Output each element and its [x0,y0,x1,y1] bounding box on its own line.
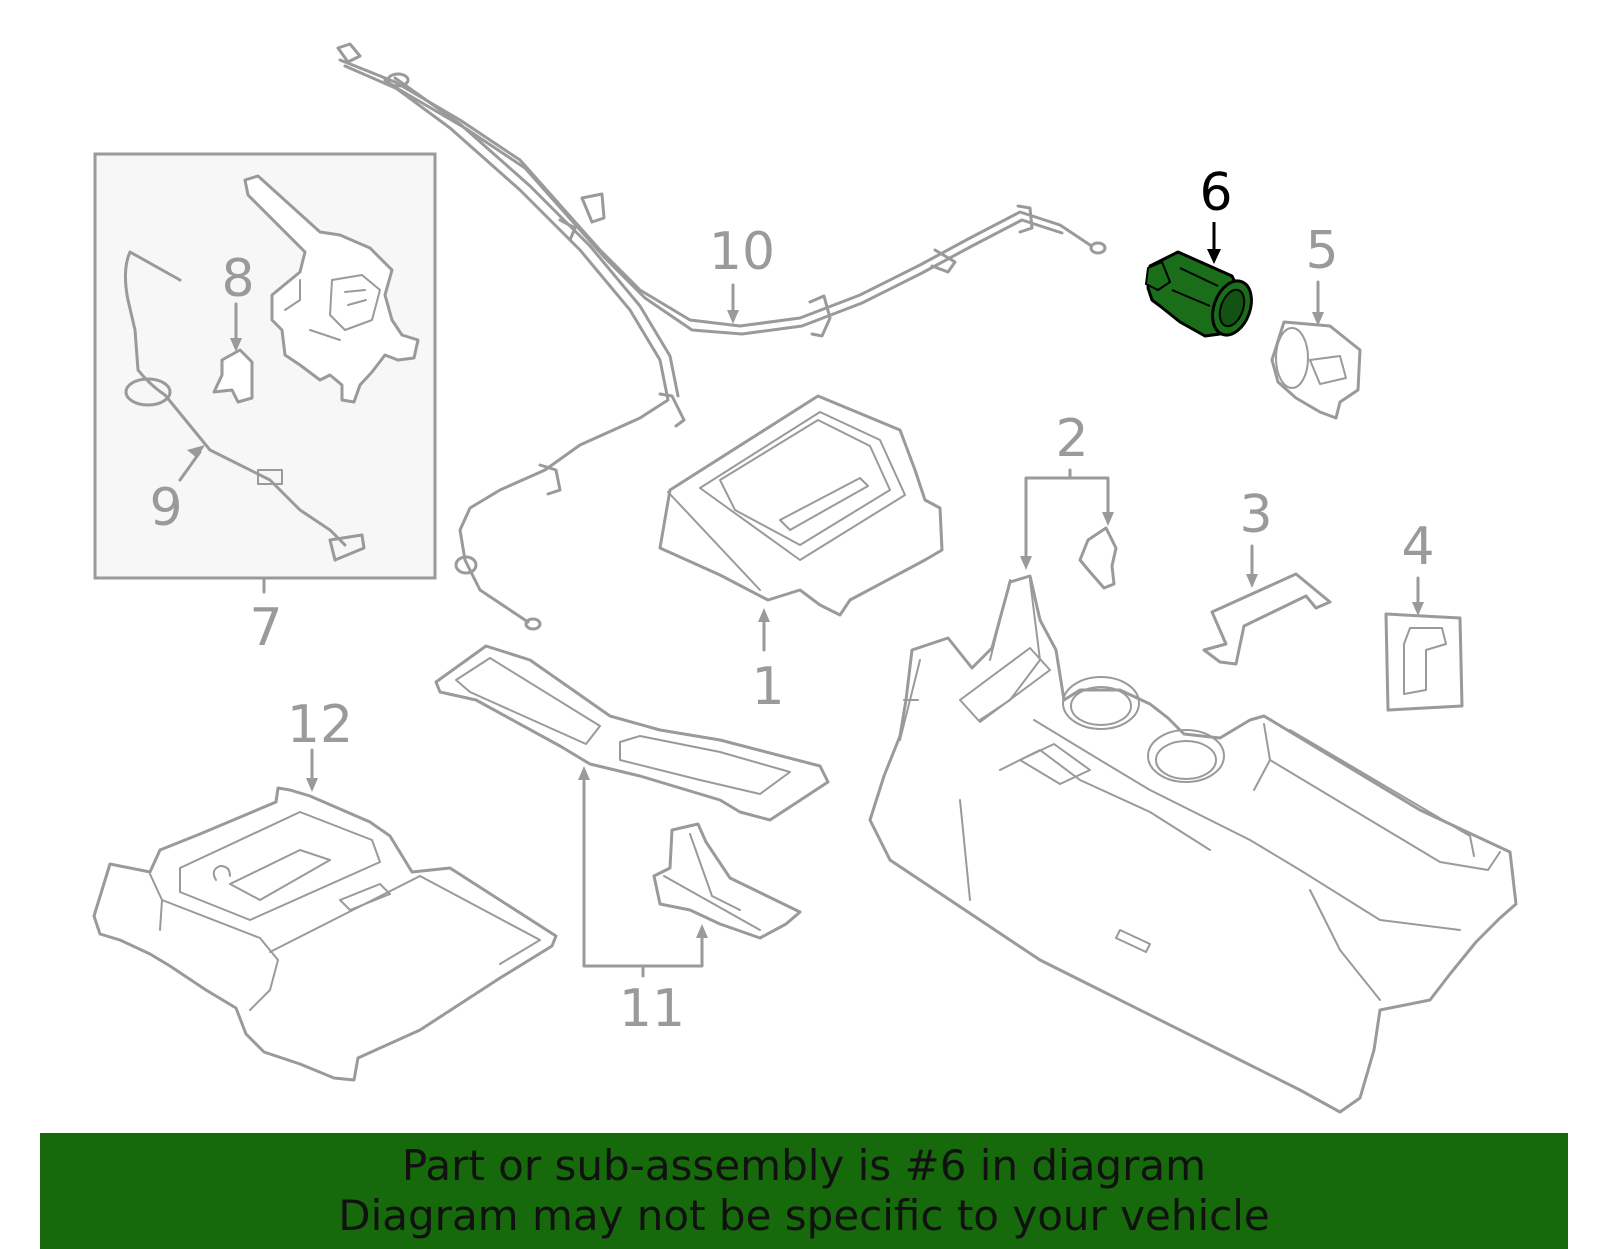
banner-line-2: Diagram may not be specific to your vehi… [338,1191,1270,1240]
part-2-clip: 2 [1020,409,1118,590]
inset-box-7: 8 9 [93,152,437,580]
callout-11: 11 [619,979,685,1039]
part-1-bin: 1 [658,394,944,717]
callout-12: 12 [287,695,353,755]
floor-console [868,574,1518,1114]
part-11-trim: 11 [434,644,830,1039]
part-4-plate: 4 [1384,517,1464,712]
callout-8: 8 [221,249,254,309]
callout-9: 9 [149,478,182,538]
callout-10: 10 [709,222,775,282]
callout-4: 4 [1401,517,1434,577]
part-3-bracket: 3 [1202,485,1332,666]
part-5-socket: 5 [1270,221,1362,420]
info-banner: Part or sub-assembly is #6 in diagram Di… [40,1133,1568,1249]
callout-7: 7 [249,598,282,658]
part-10-cables: 10 [336,42,1107,631]
part-12-floor-panel: 12 [92,695,558,1082]
callout-6: 6 [1199,163,1232,223]
callout-5: 5 [1305,221,1338,281]
part-6-power-socket: 6 [1144,163,1253,338]
callout-1: 1 [751,657,784,717]
banner-line-1: Part or sub-assembly is #6 in diagram [401,1141,1207,1190]
callout-3: 3 [1239,485,1272,545]
callout-2: 2 [1055,409,1088,469]
